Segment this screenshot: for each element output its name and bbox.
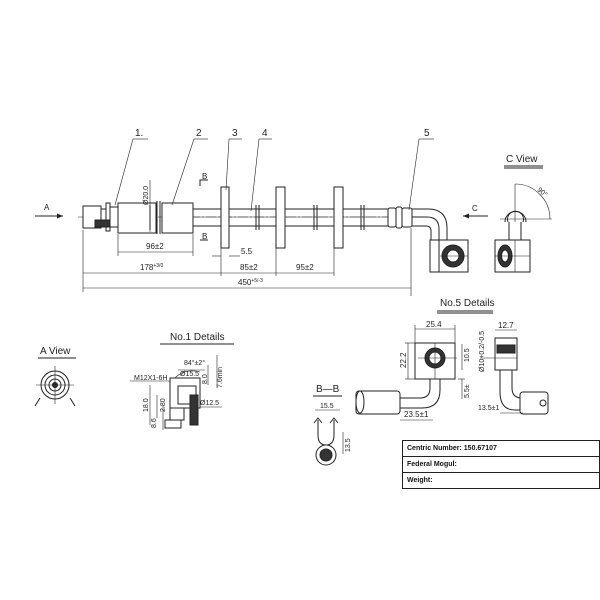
weight-row: Weight: — [407, 477, 433, 484]
centric-number-row: Centric Number: 150.67107 — [403, 441, 599, 457]
dim-96: 96±2 — [146, 242, 164, 251]
no1-details: No.1 Details 84°±2° Ø15.5 8.0 7.6min M12… — [130, 332, 234, 430]
no5-dim-dia10: Ø10+0.2/-0.5 — [479, 331, 486, 372]
no1-dim-thread: M12X1-6H — [134, 375, 167, 382]
no5-dim-10-5: 10.5 — [464, 348, 471, 362]
balloon-3: 3 — [232, 128, 238, 139]
balloon-1: 1. — [135, 128, 143, 139]
view-a-arrow-label: A — [44, 203, 50, 212]
no5-dim-22-2: 22.2 — [399, 352, 408, 368]
dim-450: 450+5/-3 — [238, 278, 263, 287]
no5-details-title: No.5 Details — [440, 298, 494, 309]
clip — [275, 186, 286, 249]
no1-dim-angle: 84°±2° — [184, 359, 205, 367]
no5-dim-13-5: 13.5±1 — [478, 405, 499, 412]
no1-dim-8: 8.0 — [202, 374, 209, 384]
dim-85: 85±2 — [240, 263, 258, 272]
a-view-title: A View — [40, 346, 71, 357]
a-view: A View — [34, 346, 76, 407]
info-table: Centric Number: 150.67107 Federal Mogul:… — [402, 440, 600, 489]
federal-mogul-row: Federal Mogul: — [403, 457, 599, 473]
component-3-clip — [220, 186, 230, 249]
no1-dim-18: 18.0 — [143, 398, 150, 412]
c-view-angle: 90° — [536, 186, 549, 199]
no1-dim-7-6min: 7.6min — [217, 367, 224, 388]
no5-dim-23-5: 23.5±1 — [404, 410, 429, 419]
main-hose-view: A — [35, 128, 488, 296]
bb-dim-13-5: 13.5 — [345, 438, 352, 452]
no1-dim-8-6: 8.6 — [151, 418, 158, 428]
c-view: C View 90° — [494, 154, 552, 273]
section-b-b: B—B 15.5 13.5 — [313, 384, 352, 466]
balloon-4: 4 — [262, 128, 268, 139]
no1-details-title: No.1 Details — [170, 332, 224, 343]
balloon-5: 5 — [424, 128, 430, 139]
dim-5-5: 5.5 — [241, 247, 253, 256]
dim-dia20: Ø20.0 — [143, 186, 150, 205]
no5-dim-12-7: 12.7 — [498, 321, 514, 330]
bb-dim-15-5: 15.5 — [320, 403, 334, 410]
c-view-title: C View — [506, 154, 538, 165]
no5-details: No.5 Details 25.4 22.2 10.5 5.5± 23.5±1 — [355, 298, 549, 421]
balloon-2: 2 — [196, 128, 202, 139]
clip — [333, 186, 344, 249]
section-bb-title: B—B — [316, 384, 340, 395]
view-c-arrow-label: C — [472, 204, 478, 213]
dim-178: 178+3/0 — [140, 263, 163, 272]
dim-95: 95±2 — [296, 263, 314, 272]
section-b-mark-bottom: B — [202, 232, 207, 241]
no1-dim-dia12-5: Ø12.5 — [200, 400, 219, 407]
no5-dim-5-5: 5.5± — [464, 384, 471, 398]
no1-dim-2-80: 2.80 — [160, 398, 167, 412]
no5-dim-25-4: 25.4 — [426, 320, 442, 329]
no1-dim-dia15-5: Ø15.5 — [180, 371, 199, 378]
section-b-mark-top: B — [202, 172, 207, 181]
